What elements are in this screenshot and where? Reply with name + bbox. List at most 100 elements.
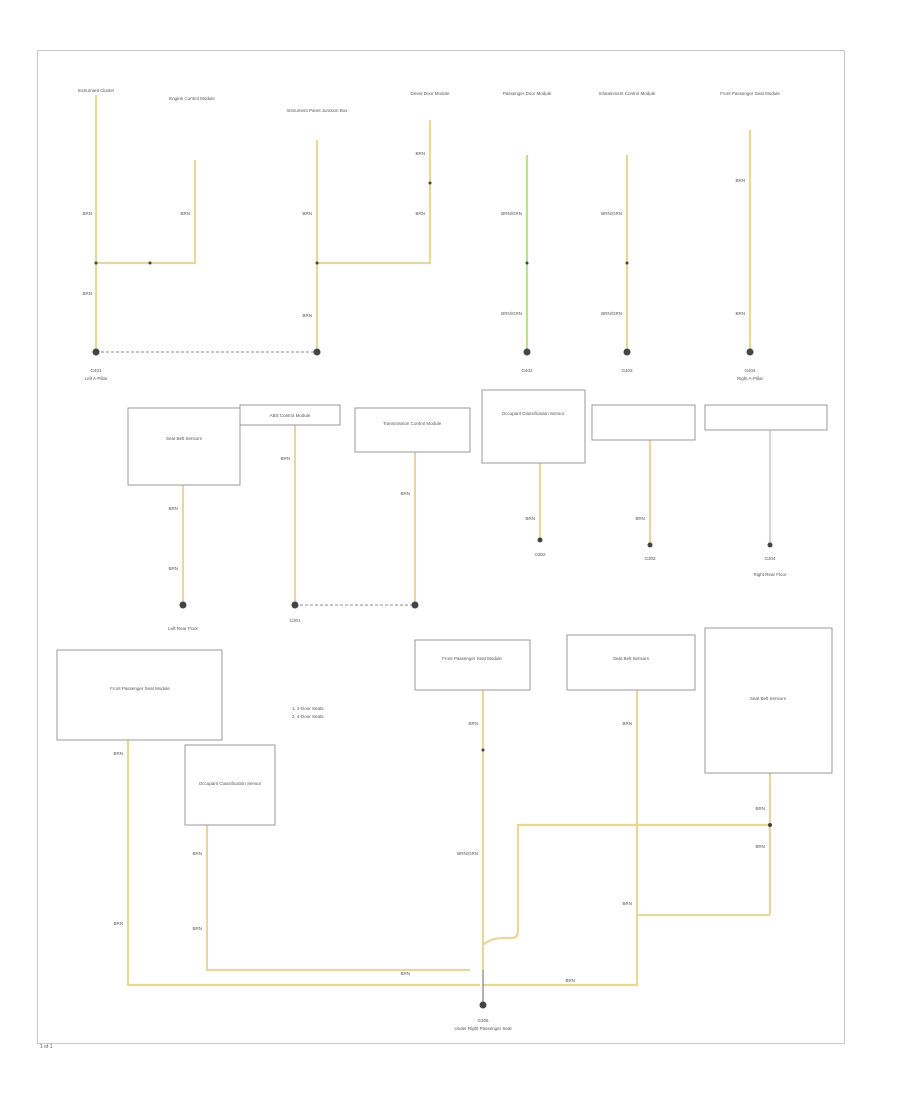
component-label: Seat Belt Sensors: [613, 656, 650, 661]
component-box: [704, 627, 833, 774]
ground-icon: [767, 542, 773, 548]
component-box: [184, 744, 276, 826]
page-number: 1 of 1: [40, 1044, 53, 1050]
ground-label: G306: [477, 1018, 489, 1023]
wire: [126, 740, 480, 987]
component-label: Engine Control Module: [169, 96, 215, 101]
ground-icon: [313, 348, 321, 356]
wire-color-label: BRN: [168, 566, 178, 571]
wire-color-label: BRN: [400, 491, 410, 496]
component-box: [481, 389, 586, 464]
component-box: [56, 649, 223, 741]
wire-color-label: BRN: [280, 456, 290, 461]
ground-icon: [647, 542, 653, 548]
ground-icon: [523, 348, 531, 356]
wire-color-label: BRN: [82, 291, 92, 296]
wire-color-label: BRN: [735, 178, 745, 183]
wire-color-label: BRN: [565, 978, 575, 983]
wire: [205, 825, 470, 972]
ground-icon: [479, 1001, 487, 1009]
component-label: Passenger Door Module: [503, 91, 552, 96]
wire-color-label: BRN: [622, 721, 632, 726]
wire-color-label: BRN: [468, 721, 478, 726]
component-label: Seat Belt Sensors: [750, 696, 787, 701]
wire-color-label: BRN/GRN: [501, 211, 522, 216]
wire-color-label: BRN: [755, 844, 765, 849]
ground-label: G301: [289, 618, 301, 623]
splice-icon: [94, 261, 98, 265]
ground-icon: [179, 601, 187, 609]
ground-label: Left A-Pillar: [84, 376, 108, 381]
component-label: Front Passenger Seat Module: [442, 656, 502, 661]
legend-item: 2. 4-Door Seats: [292, 714, 324, 719]
ground-icon: [411, 601, 419, 609]
splice-icon: [428, 181, 432, 185]
splice-icon: [625, 261, 629, 265]
wire-color-label: BRN/GRN: [457, 851, 478, 856]
splice-icon: [525, 261, 529, 265]
component-box: [354, 407, 471, 453]
component-label: Transmission Control Module: [383, 421, 442, 426]
ground-label: Left Rear Floor: [168, 626, 199, 631]
component-box: [591, 404, 696, 441]
wire-color-label: BRN: [302, 313, 312, 318]
ground-icon: [623, 348, 631, 356]
diagram-element: 1. 2-Door Seats 2. 4-Door Seats: [292, 706, 324, 719]
wire-color-label: BRN: [113, 751, 123, 756]
ground-label: G403: [621, 368, 633, 373]
wire-color-label: BRN: [192, 926, 202, 931]
ground-icon: [746, 348, 754, 356]
wire-color-label: BRN: [635, 516, 645, 521]
wire: [483, 690, 639, 987]
wire-color-label: BRN: [113, 921, 123, 926]
component-box: [239, 404, 341, 426]
component-label: Instrument Cluster: [78, 88, 115, 93]
ground-label: G302: [534, 552, 546, 557]
component-label: Occupant Classification Sensor: [502, 411, 565, 416]
ground-label: Under Right Passenger Seat: [454, 1026, 512, 1031]
wire-color-label: BRN/GRN: [501, 311, 522, 316]
diagram-element: [96, 351, 415, 606]
ground-icon: [92, 348, 100, 356]
component-box: [127, 407, 241, 486]
component-box: [414, 639, 531, 691]
diagram-frame: [37, 50, 845, 1044]
diagram-element: BRN BRN BRN BRN BRN BRN BRN BRN/GRN BRN/…: [82, 151, 765, 983]
splice-icon: [768, 823, 772, 827]
splice-icon: [315, 261, 319, 265]
wire-color-label: BRN: [415, 211, 425, 216]
wire-color-label: BRN/GRN: [601, 311, 622, 316]
ground-label: Right A-Pillar: [737, 376, 764, 381]
wire-color-label: BRN: [755, 806, 765, 811]
wire-color-label: BRN: [525, 516, 535, 521]
diagram-element: [56, 389, 833, 826]
component-label: Seat Belt Sensors: [166, 436, 203, 441]
component-label: Occupant Classification Sensor: [199, 781, 262, 786]
wire-color-label: BRN: [400, 971, 410, 976]
ground-label: G401: [90, 368, 102, 373]
legend-item: 1. 2-Door Seats: [292, 706, 324, 711]
wire-color-label: BRN: [82, 211, 92, 216]
wire: [482, 823, 770, 946]
ground-icon: [291, 601, 299, 609]
ground-label: Right Rear Floor: [753, 572, 787, 577]
ground-label: G303: [644, 556, 656, 561]
component-label: ABS Control Module: [270, 413, 311, 418]
wire-color-label: BRN: [415, 151, 425, 156]
component-box: [704, 404, 828, 431]
wire-color-label: BRN: [168, 506, 178, 511]
component-label: Driver Door Module: [410, 91, 450, 96]
wire-color-label: BRN: [180, 211, 190, 216]
wire-color-label: BRN: [735, 311, 745, 316]
component-box: [566, 634, 696, 691]
wire-color-label: BRN: [192, 851, 202, 856]
wire-color-label: BRN: [302, 211, 312, 216]
wire: [96, 160, 197, 265]
splice-icon: [148, 261, 152, 265]
splice-icon: [481, 748, 485, 752]
ground-label: G304: [764, 556, 776, 561]
component-label: Infotainment Control Module: [599, 91, 656, 96]
wire: [317, 120, 432, 265]
ground-icon: [537, 537, 543, 543]
